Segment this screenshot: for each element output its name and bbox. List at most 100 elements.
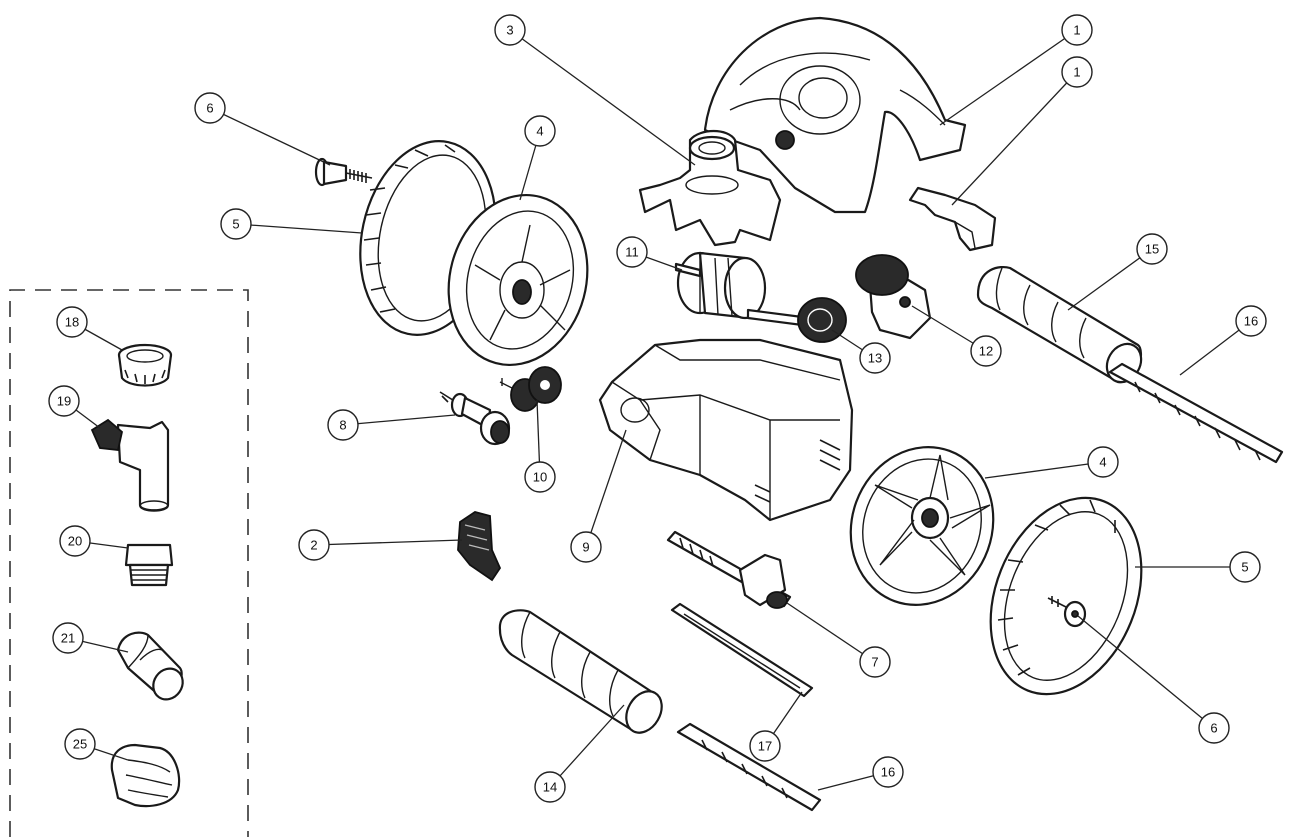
callout-2: 2 (298, 529, 330, 561)
callout-4: 4 (1087, 446, 1119, 478)
callout-number: 16 (881, 765, 895, 780)
callout-circle (859, 646, 891, 678)
callout-number: 13 (868, 351, 882, 366)
callout-circle (327, 409, 359, 441)
accessory-kit-outline (9, 289, 249, 837)
callout-number: 1 (1073, 65, 1080, 80)
callout-1: 1 (1061, 56, 1093, 88)
callout-circle (1061, 56, 1093, 88)
callout-circle (1136, 233, 1168, 265)
callout-circle (56, 306, 88, 338)
callout-number: 6 (206, 101, 213, 116)
callout-number: 4 (1099, 455, 1106, 470)
callout-5: 5 (1229, 551, 1261, 583)
callout-number: 4 (536, 124, 543, 139)
callout-number: 1 (1073, 23, 1080, 38)
callout-circle (749, 730, 781, 762)
callout-number: 11 (625, 245, 639, 260)
callout-9: 9 (570, 531, 602, 563)
callout-6: 6 (1198, 712, 1230, 744)
part-brush-roller-lower (498, 609, 663, 734)
callout-circle (970, 335, 1002, 367)
callout-11: 11 (616, 236, 648, 268)
part-top-cover (703, 16, 967, 214)
callout-circle (570, 531, 602, 563)
part-drive-shaft (666, 530, 792, 609)
part-axle-pin-upper (314, 157, 373, 187)
callout-circle (1235, 305, 1267, 337)
part-swivel-elbow (90, 418, 170, 512)
callout-number: 5 (1241, 560, 1248, 575)
callout-19: 19 (48, 385, 80, 417)
callout-circle (52, 622, 84, 654)
callout-circle (859, 342, 891, 374)
part-threaded-adapter (124, 543, 174, 587)
callout-circle (872, 756, 904, 788)
callout-number: 5 (232, 217, 239, 232)
callout-18: 18 (56, 306, 88, 338)
callout-circle (1087, 446, 1119, 478)
leader-line-1 (939, 29, 1078, 126)
callout-6: 6 (194, 92, 226, 124)
callout-circle (59, 525, 91, 557)
callout-circle (524, 461, 556, 493)
part-hose-adapter (638, 129, 782, 247)
callout-14: 14 (534, 771, 566, 803)
callout-3: 3 (494, 14, 526, 46)
leader-lines (63, 29, 1252, 791)
callout-21: 21 (52, 622, 84, 654)
part-grip-ring (110, 743, 181, 808)
callout-number: 3 (506, 23, 513, 38)
leader-line-3 (509, 29, 696, 166)
callout-circle (1198, 712, 1230, 744)
callout-16: 16 (1235, 305, 1267, 337)
callout-16: 16 (872, 756, 904, 788)
callout-circle (1229, 551, 1261, 583)
callout-15: 15 (1136, 233, 1168, 265)
callout-number: 19 (57, 394, 71, 409)
leader-line-6 (1077, 615, 1215, 729)
leader-line-7 (786, 602, 876, 663)
part-wheel-lower (849, 446, 995, 606)
callout-number: 2 (310, 538, 317, 553)
callout-number: 21 (61, 631, 75, 646)
part-brush-bar-lower (676, 722, 822, 812)
callout-circle (616, 236, 648, 268)
callout-number: 17 (758, 739, 772, 754)
part-turbine-reel (674, 251, 812, 328)
leader-line-15 (1067, 248, 1153, 311)
part-long-bar (670, 602, 814, 698)
part-clip (908, 186, 997, 252)
callout-number: 20 (68, 534, 82, 549)
callout-circle (494, 14, 526, 46)
part-shaft-assembly (439, 391, 511, 446)
leader-line-2 (313, 539, 463, 546)
callout-12: 12 (970, 335, 1002, 367)
callout-number: 15 (1145, 242, 1159, 257)
callout-20: 20 (59, 525, 91, 557)
part-coupler (116, 631, 184, 701)
callout-13: 13 (859, 342, 891, 374)
callout-10: 10 (524, 461, 556, 493)
leader-line-9 (585, 429, 627, 548)
callout-7: 7 (859, 646, 891, 678)
callout-number: 16 (1244, 314, 1258, 329)
part-wheel-upper (447, 193, 589, 367)
part-gear-stack (499, 366, 562, 412)
callout-4: 4 (524, 115, 556, 147)
part-gear-small (797, 297, 847, 343)
callout-5: 5 (220, 208, 252, 240)
callout-number: 10 (533, 470, 547, 485)
callout-circle (220, 208, 252, 240)
callout-circle (534, 771, 566, 803)
callout-25: 25 (64, 728, 96, 760)
callout-circle (194, 92, 226, 124)
part-axle-pin-lower (1047, 596, 1087, 628)
leader-line-6 (209, 107, 331, 166)
leader-line-1 (951, 71, 1078, 206)
part-hose-nut (117, 343, 173, 387)
callout-number: 7 (871, 655, 878, 670)
callout-1: 1 (1061, 14, 1093, 46)
